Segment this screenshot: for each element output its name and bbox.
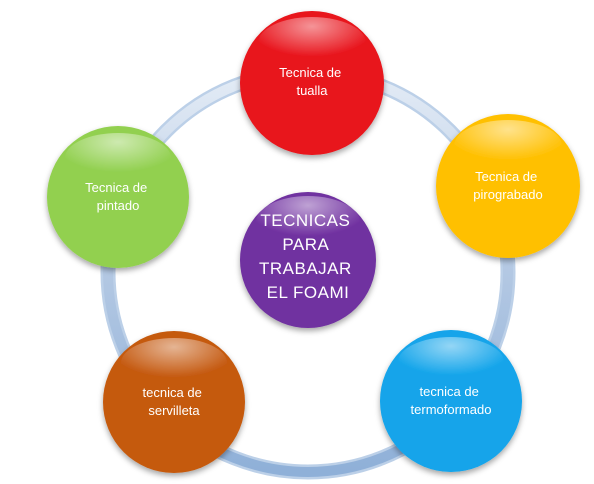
node-pirograbado xyxy=(436,114,580,258)
node-pintado-label: Tecnica de pintado xyxy=(85,180,151,213)
node-label-line: tecnica de xyxy=(420,384,479,399)
node-label-line: tecnica de xyxy=(143,385,202,400)
node-termoformado-label: tecnica de termoformado xyxy=(411,384,492,417)
node-label-line: Tecnica de xyxy=(279,65,341,80)
node-label-line: servilleta xyxy=(148,403,200,418)
node-tualla xyxy=(240,11,384,155)
center-label-line: TECNICAS xyxy=(260,211,350,230)
node-label-line: Tecnica de xyxy=(475,169,537,184)
node-servilleta xyxy=(103,331,245,473)
node-label-line: Tecnica de xyxy=(85,180,147,195)
center-node xyxy=(240,192,376,328)
center-label-line: EL FOAMI xyxy=(267,283,350,302)
node-label-line: termoformado xyxy=(411,402,492,417)
node-tualla-label: Tecnica de tualla xyxy=(279,65,345,98)
node-label-line: tualla xyxy=(296,83,328,98)
center-label-line: TRABAJAR xyxy=(259,259,352,278)
node-pirograbado-label: Tecnica de pirograbado xyxy=(473,169,542,202)
node-servilleta-label: tecnica de servilleta xyxy=(143,385,206,418)
node-pintado xyxy=(47,126,189,268)
node-label-line: pirograbado xyxy=(473,187,542,202)
node-label-line: pintado xyxy=(97,198,140,213)
center-label: TECNICAS PARA TRABAJAR EL FOAMI xyxy=(259,211,357,302)
center-label-line: PARA xyxy=(282,235,329,254)
node-termoformado xyxy=(380,330,522,472)
